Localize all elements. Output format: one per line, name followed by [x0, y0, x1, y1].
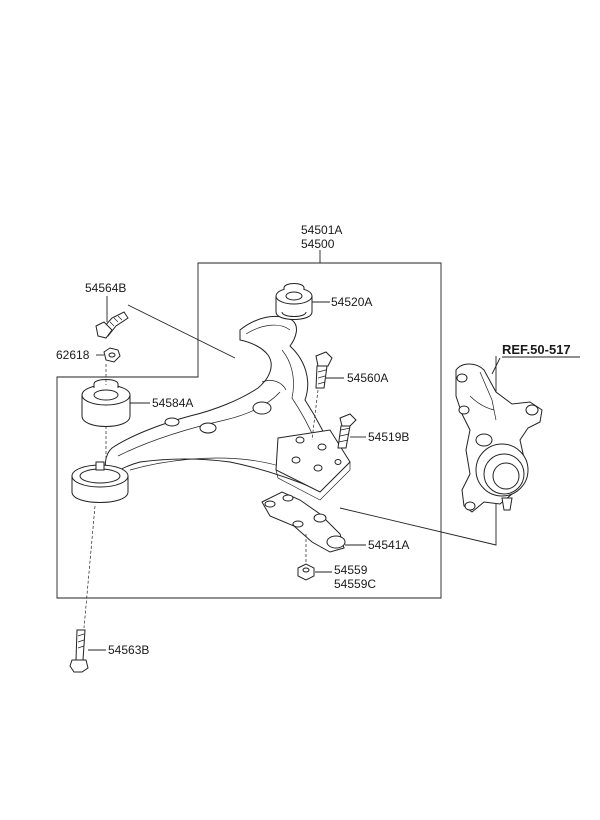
label-54560A: 54560A: [347, 371, 388, 385]
nut-54559: [297, 563, 315, 581]
lower-ring-bushing: [71, 461, 129, 503]
label-54500: 54500: [301, 237, 335, 251]
ball-joint-54541A: [261, 491, 346, 553]
label-54563B: 54563B: [108, 643, 149, 657]
nut-62618: [103, 347, 121, 363]
label-62618: 62618: [56, 348, 90, 362]
label-54584A: 54584A: [152, 396, 193, 410]
axis-54563B: [83, 505, 96, 629]
lower-control-arm: [104, 315, 351, 501]
label-54501A: 54501A: [301, 223, 342, 237]
leader-ref: [491, 357, 501, 375]
leader-54564B-arm: [127, 304, 236, 359]
label-54564B: 54564B: [85, 281, 126, 295]
axis-54560A: [311, 389, 319, 441]
bolt-54519B: [337, 413, 357, 449]
steering-knuckle-assembly: [455, 363, 543, 513]
label-54559: 54559: [334, 563, 368, 577]
label-54519B: 54519B: [368, 430, 409, 444]
label-54520A: 54520A: [331, 295, 372, 309]
front-bushing-54584A: [81, 379, 131, 427]
label-54559C: 54559C: [334, 577, 376, 591]
bolt-54563B: [69, 629, 89, 673]
label-ref-50-517[interactable]: REF.50-517: [502, 342, 571, 357]
rear-bushing-54520A: [275, 283, 313, 320]
label-54541A: 54541A: [368, 538, 409, 552]
bolt-54564B: [95, 311, 129, 339]
bolt-54560A: [315, 351, 333, 389]
assembly-frame: [56, 262, 442, 599]
